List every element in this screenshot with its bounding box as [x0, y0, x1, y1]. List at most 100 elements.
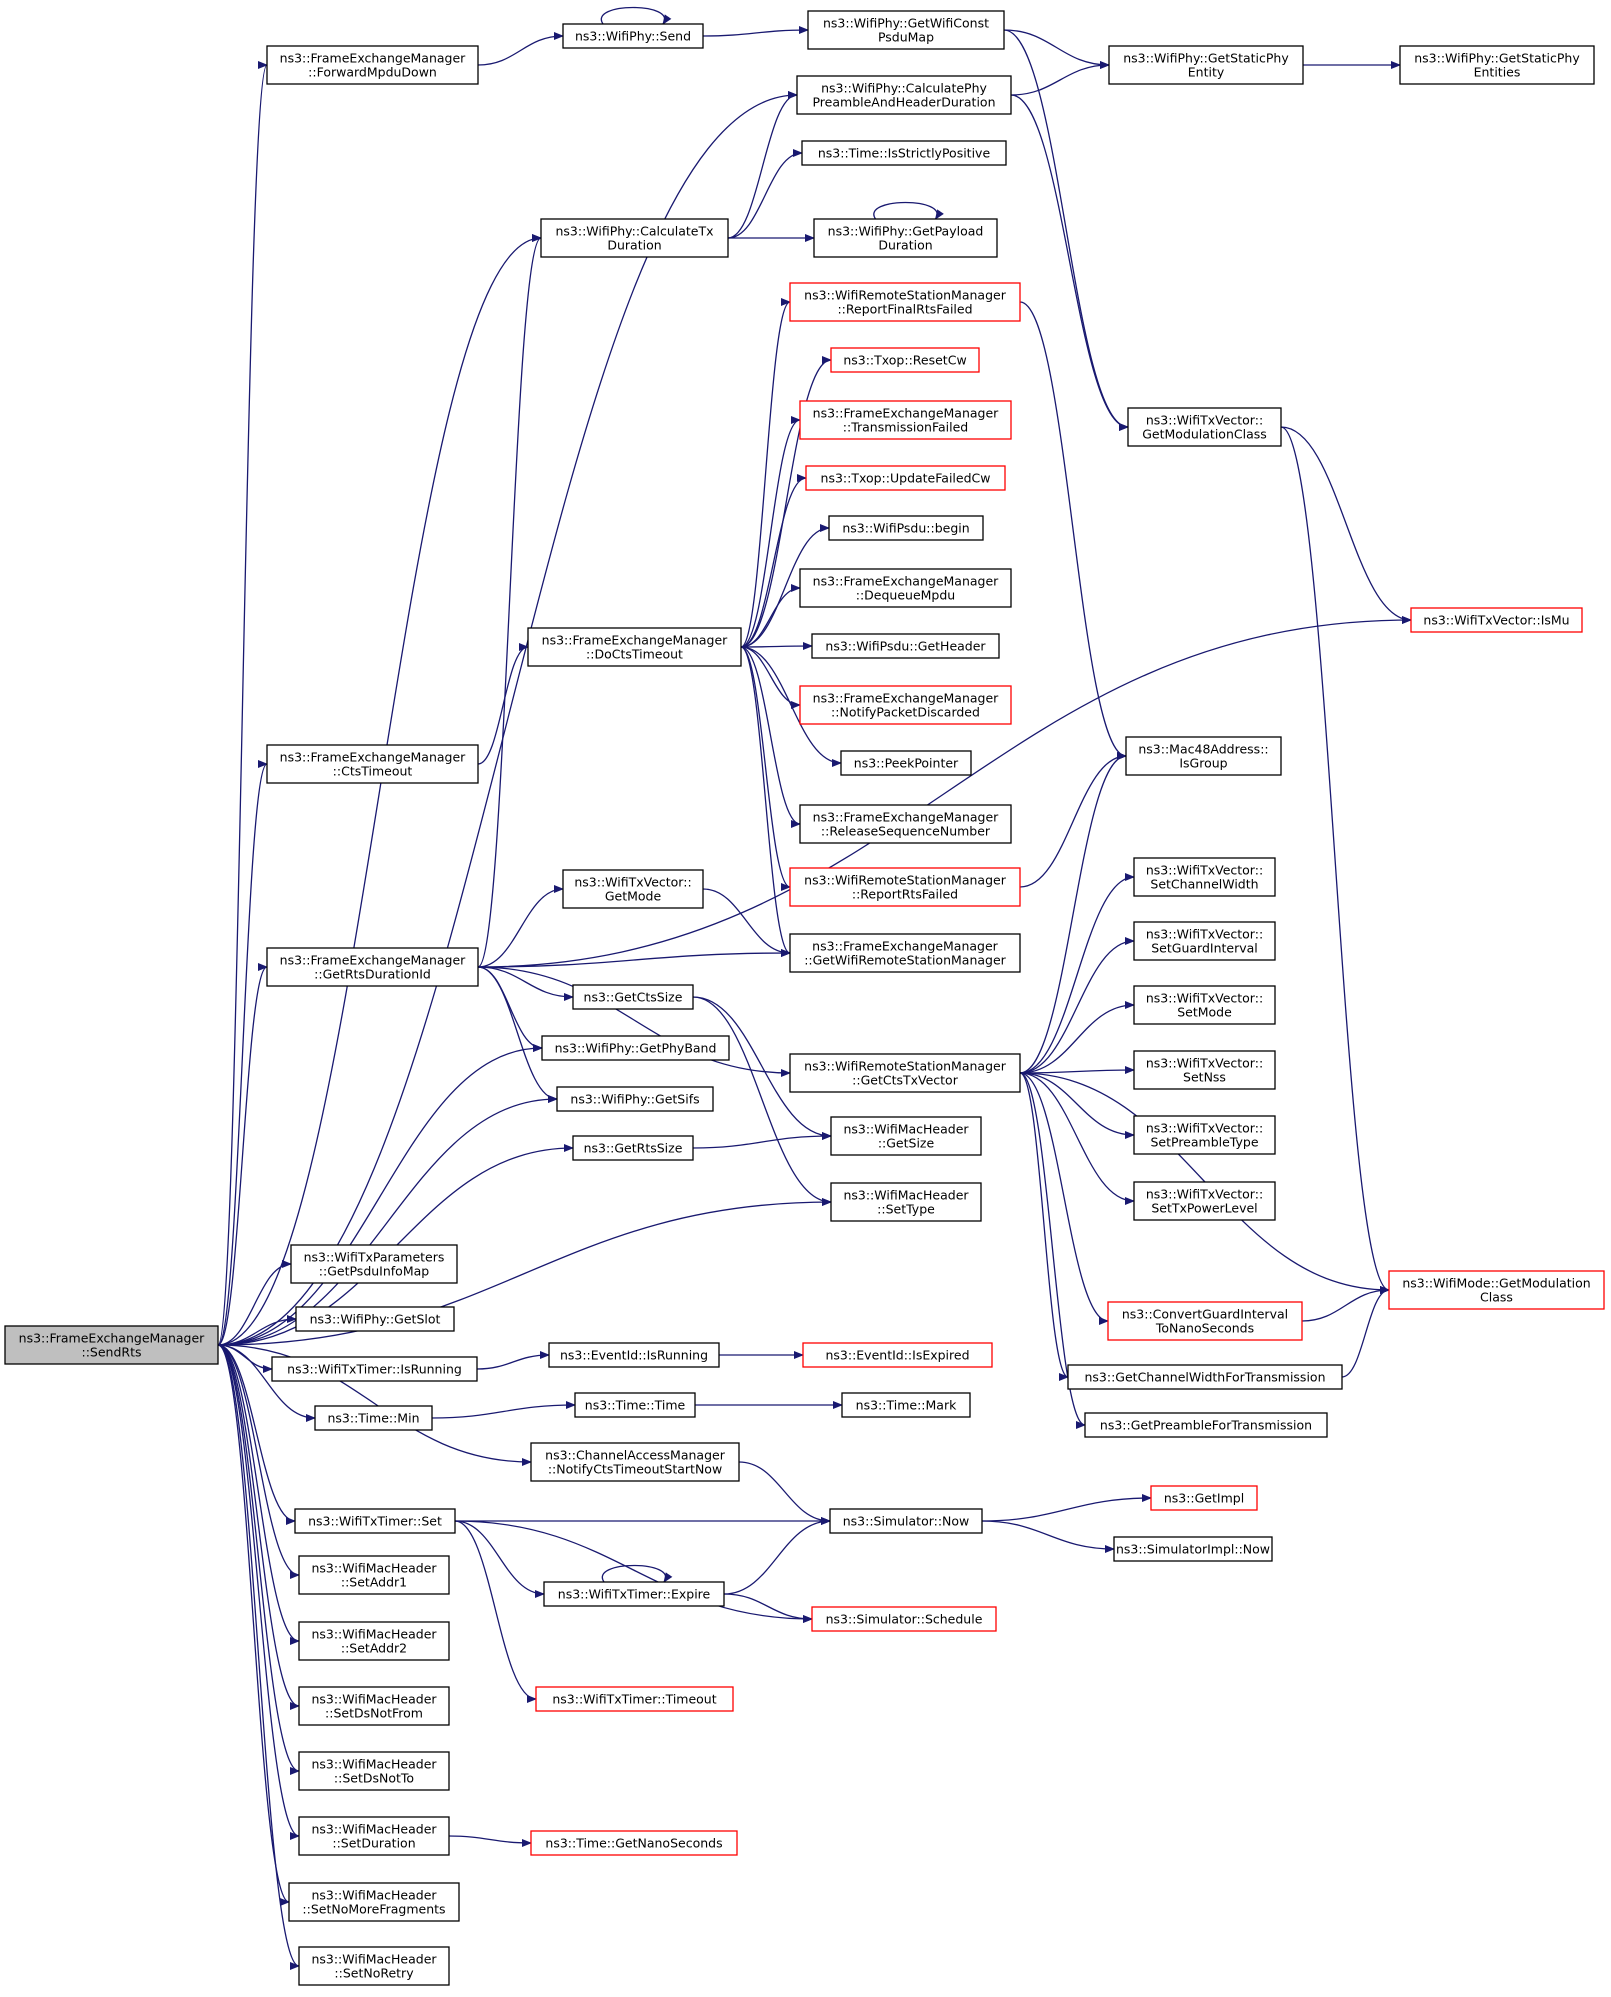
node-setPre[interactable]: ns3::WifiTxVector::SetPreambleType [1133, 1115, 1276, 1155]
node-txFailed[interactable]: ns3::FrameExchangeManager::TransmissionF… [799, 400, 1012, 440]
node-macGetSize[interactable]: ns3::WifiMacHeader::GetSize [830, 1116, 982, 1156]
node-getRtsDur[interactable]: ns3::FrameExchangeManager::GetRtsDuratio… [266, 947, 479, 987]
call-edge [217, 1344, 300, 1710]
node-label: ns3::FrameExchangeManager [812, 939, 998, 954]
node-label: ns3::WifiTxVector:: [1146, 927, 1263, 942]
node-strictlyPos[interactable]: ns3::Time::IsStrictlyPositive [801, 140, 1007, 166]
node-isMu[interactable]: ns3::WifiTxVector::IsMu [1410, 607, 1583, 633]
node-psduInfo[interactable]: ns3::WifiTxParameters::GetPsduInfoMap [290, 1244, 458, 1284]
node-timerTimeout[interactable]: ns3::WifiTxTimer::Timeout [535, 1686, 734, 1712]
call-edge [740, 416, 801, 648]
node-setMode[interactable]: ns3::WifiTxVector::SetMode [1133, 985, 1276, 1025]
call-edge [448, 1835, 532, 1847]
node-setNoRetry[interactable]: ns3::WifiMacHeader::SetNoRetry [298, 1946, 450, 1986]
node-fwdMpdu[interactable]: ns3::FrameExchangeManager::ForwardMpduDo… [266, 45, 479, 85]
node-box [830, 1182, 982, 1222]
node-label: GetModulationClass [1142, 427, 1267, 442]
node-box [799, 400, 1012, 440]
node-macSetType[interactable]: ns3::WifiMacHeader::SetType [830, 1182, 982, 1222]
node-timeMin[interactable]: ns3::Time::Min [314, 1405, 433, 1431]
call-edge [740, 474, 807, 648]
node-notifyCts[interactable]: ns3::ChannelAccessManager::NotifyCtsTime… [530, 1442, 740, 1482]
node-notifyDiscard[interactable]: ns3::FrameExchangeManager::NotifyPacketD… [799, 685, 1012, 725]
node-setGi[interactable]: ns3::WifiTxVector::SetGuardInterval [1133, 921, 1276, 961]
node-resetCw[interactable]: ns3::Txop::ResetCw [830, 347, 980, 373]
node-getSlot[interactable]: ns3::WifiPhy::GetSlot [295, 1306, 455, 1332]
node-box [830, 1116, 982, 1156]
node-box [1127, 407, 1282, 447]
node-label: ns3::WifiMacHeader [311, 1888, 437, 1903]
node-releaseSeq[interactable]: ns3::FrameExchangeManager::ReleaseSequen… [799, 804, 1012, 844]
node-label: ::GetCtsTxVector [852, 1073, 959, 1088]
node-eventIsExpired[interactable]: ns3::EventId::IsExpired [802, 1342, 993, 1368]
node-setAddr2[interactable]: ns3::WifiMacHeader::SetAddr2 [298, 1621, 450, 1661]
node-timeTime[interactable]: ns3::Time::Time [574, 1392, 696, 1418]
node-psduBegin[interactable]: ns3::WifiPsdu::begin [828, 515, 984, 541]
call-edge [217, 760, 268, 1346]
node-setChW[interactable]: ns3::WifiTxVector::SetChannelWidth [1133, 857, 1276, 897]
node-getNano[interactable]: ns3::Time::GetNanoSeconds [530, 1830, 738, 1856]
node-box [1133, 985, 1276, 1025]
node-simImplNow[interactable]: ns3::SimulatorImpl::Now [1113, 1536, 1273, 1562]
node-setNoMoreFrag[interactable]: ns3::WifiMacHeader::SetNoMoreFragments [288, 1882, 460, 1922]
node-reportRts[interactable]: ns3::WifiRemoteStationManager::ReportRts… [789, 867, 1021, 907]
node-doCts[interactable]: ns3::FrameExchangeManager::DoCtsTimeout [527, 627, 742, 667]
node-ctsTimeout[interactable]: ns3::FrameExchangeManager::CtsTimeout [266, 744, 479, 784]
node-txvGetMode[interactable]: ns3::WifiTxVector::GetMode [562, 869, 704, 909]
node-eventIsRunning[interactable]: ns3::EventId::IsRunning [548, 1342, 720, 1368]
node-ctsSize[interactable]: ns3::GetCtsSize [572, 984, 694, 1010]
node-send[interactable]: ns3::WifiPhy::Send [562, 23, 704, 49]
node-setDuration[interactable]: ns3::WifiMacHeader::SetDuration [298, 1816, 450, 1856]
node-modeModClass[interactable]: ns3::WifiMode::GetModulationClass [1388, 1270, 1605, 1310]
node-getRsm[interactable]: ns3::FrameExchangeManager::GetWifiRemote… [789, 933, 1021, 973]
node-rtsSize[interactable]: ns3::GetRtsSize [572, 1135, 694, 1161]
node-box [298, 1686, 450, 1726]
node-getModClassTx[interactable]: ns3::WifiTxVector::GetModulationClass [1127, 407, 1282, 447]
node-dequeue[interactable]: ns3::FrameExchangeManager::DequeueMpdu [799, 568, 1012, 608]
node-label: ns3::GetCtsSize [584, 990, 683, 1005]
node-setDsNotFrom[interactable]: ns3::WifiMacHeader::SetDsNotFrom [298, 1686, 450, 1726]
node-chWidth[interactable]: ns3::GetChannelWidthForTransmission [1067, 1364, 1343, 1390]
node-isGroup[interactable]: ns3::Mac48Address::IsGroup [1125, 736, 1282, 776]
node-box [535, 1686, 734, 1712]
node-sifs[interactable]: ns3::WifiPhy::GetSifs [556, 1086, 714, 1112]
node-label: ns3::WifiMode::GetModulation [1402, 1276, 1590, 1291]
node-preamble[interactable]: ns3::GetPreambleForTransmission [1084, 1412, 1328, 1438]
node-simNow[interactable]: ns3::Simulator::Now [829, 1508, 983, 1534]
call-edge [217, 61, 268, 1346]
call-edge [692, 996, 832, 1140]
node-label: ::DoCtsTimeout [586, 647, 683, 662]
node-timeMark[interactable]: ns3::Time::Mark [841, 1392, 971, 1418]
node-box [1125, 736, 1282, 776]
node-setNss[interactable]: ns3::WifiTxVector::SetNss [1133, 1050, 1276, 1090]
node-phyBand[interactable]: ns3::WifiPhy::GetPhyBand [541, 1035, 730, 1061]
node-expire[interactable]: ns3::WifiTxTimer::Expire [543, 1581, 725, 1607]
node-setPow[interactable]: ns3::WifiTxVector::SetTxPowerLevel [1133, 1181, 1276, 1221]
node-box [802, 1342, 993, 1368]
node-schedule[interactable]: ns3::Simulator::Schedule [811, 1606, 997, 1632]
node-setAddr1[interactable]: ns3::WifiMacHeader::SetAddr1 [298, 1555, 450, 1595]
call-edge [217, 1095, 558, 1346]
node-getImpl[interactable]: ns3::GetImpl [1150, 1485, 1258, 1511]
node-timerIsRunning[interactable]: ns3::WifiTxTimer::IsRunning [271, 1356, 478, 1382]
call-edge [217, 1344, 300, 1645]
call-edge [217, 1315, 297, 1346]
node-label: ::GetWifiRemoteStationManager [804, 953, 1006, 968]
node-psduHeader[interactable]: ns3::WifiPsdu::GetHeader [811, 633, 1000, 659]
node-peek[interactable]: ns3::PeekPointer [840, 750, 972, 776]
node-setDsNotTo[interactable]: ns3::WifiMacHeader::SetDsNotTo [298, 1751, 450, 1791]
node-timerSet[interactable]: ns3::WifiTxTimer::Set [294, 1508, 456, 1534]
node-label: ns3::EventId::IsExpired [825, 1348, 969, 1363]
node-ctsTxVec[interactable]: ns3::WifiRemoteStationManager::GetCtsTxV… [789, 1053, 1021, 1093]
call-edge [1019, 752, 1127, 1074]
node-updateCw[interactable]: ns3::Txop::UpdateFailedCw [805, 465, 1006, 491]
node-calcPreamble[interactable]: ns3::WifiPhy::CalculatePhyPreambleAndHea… [796, 75, 1012, 115]
node-reportFinalRts[interactable]: ns3::WifiRemoteStationManager::ReportFin… [789, 282, 1021, 322]
node-root[interactable]: ns3::FrameExchangeManager::SendRts [4, 1325, 219, 1365]
